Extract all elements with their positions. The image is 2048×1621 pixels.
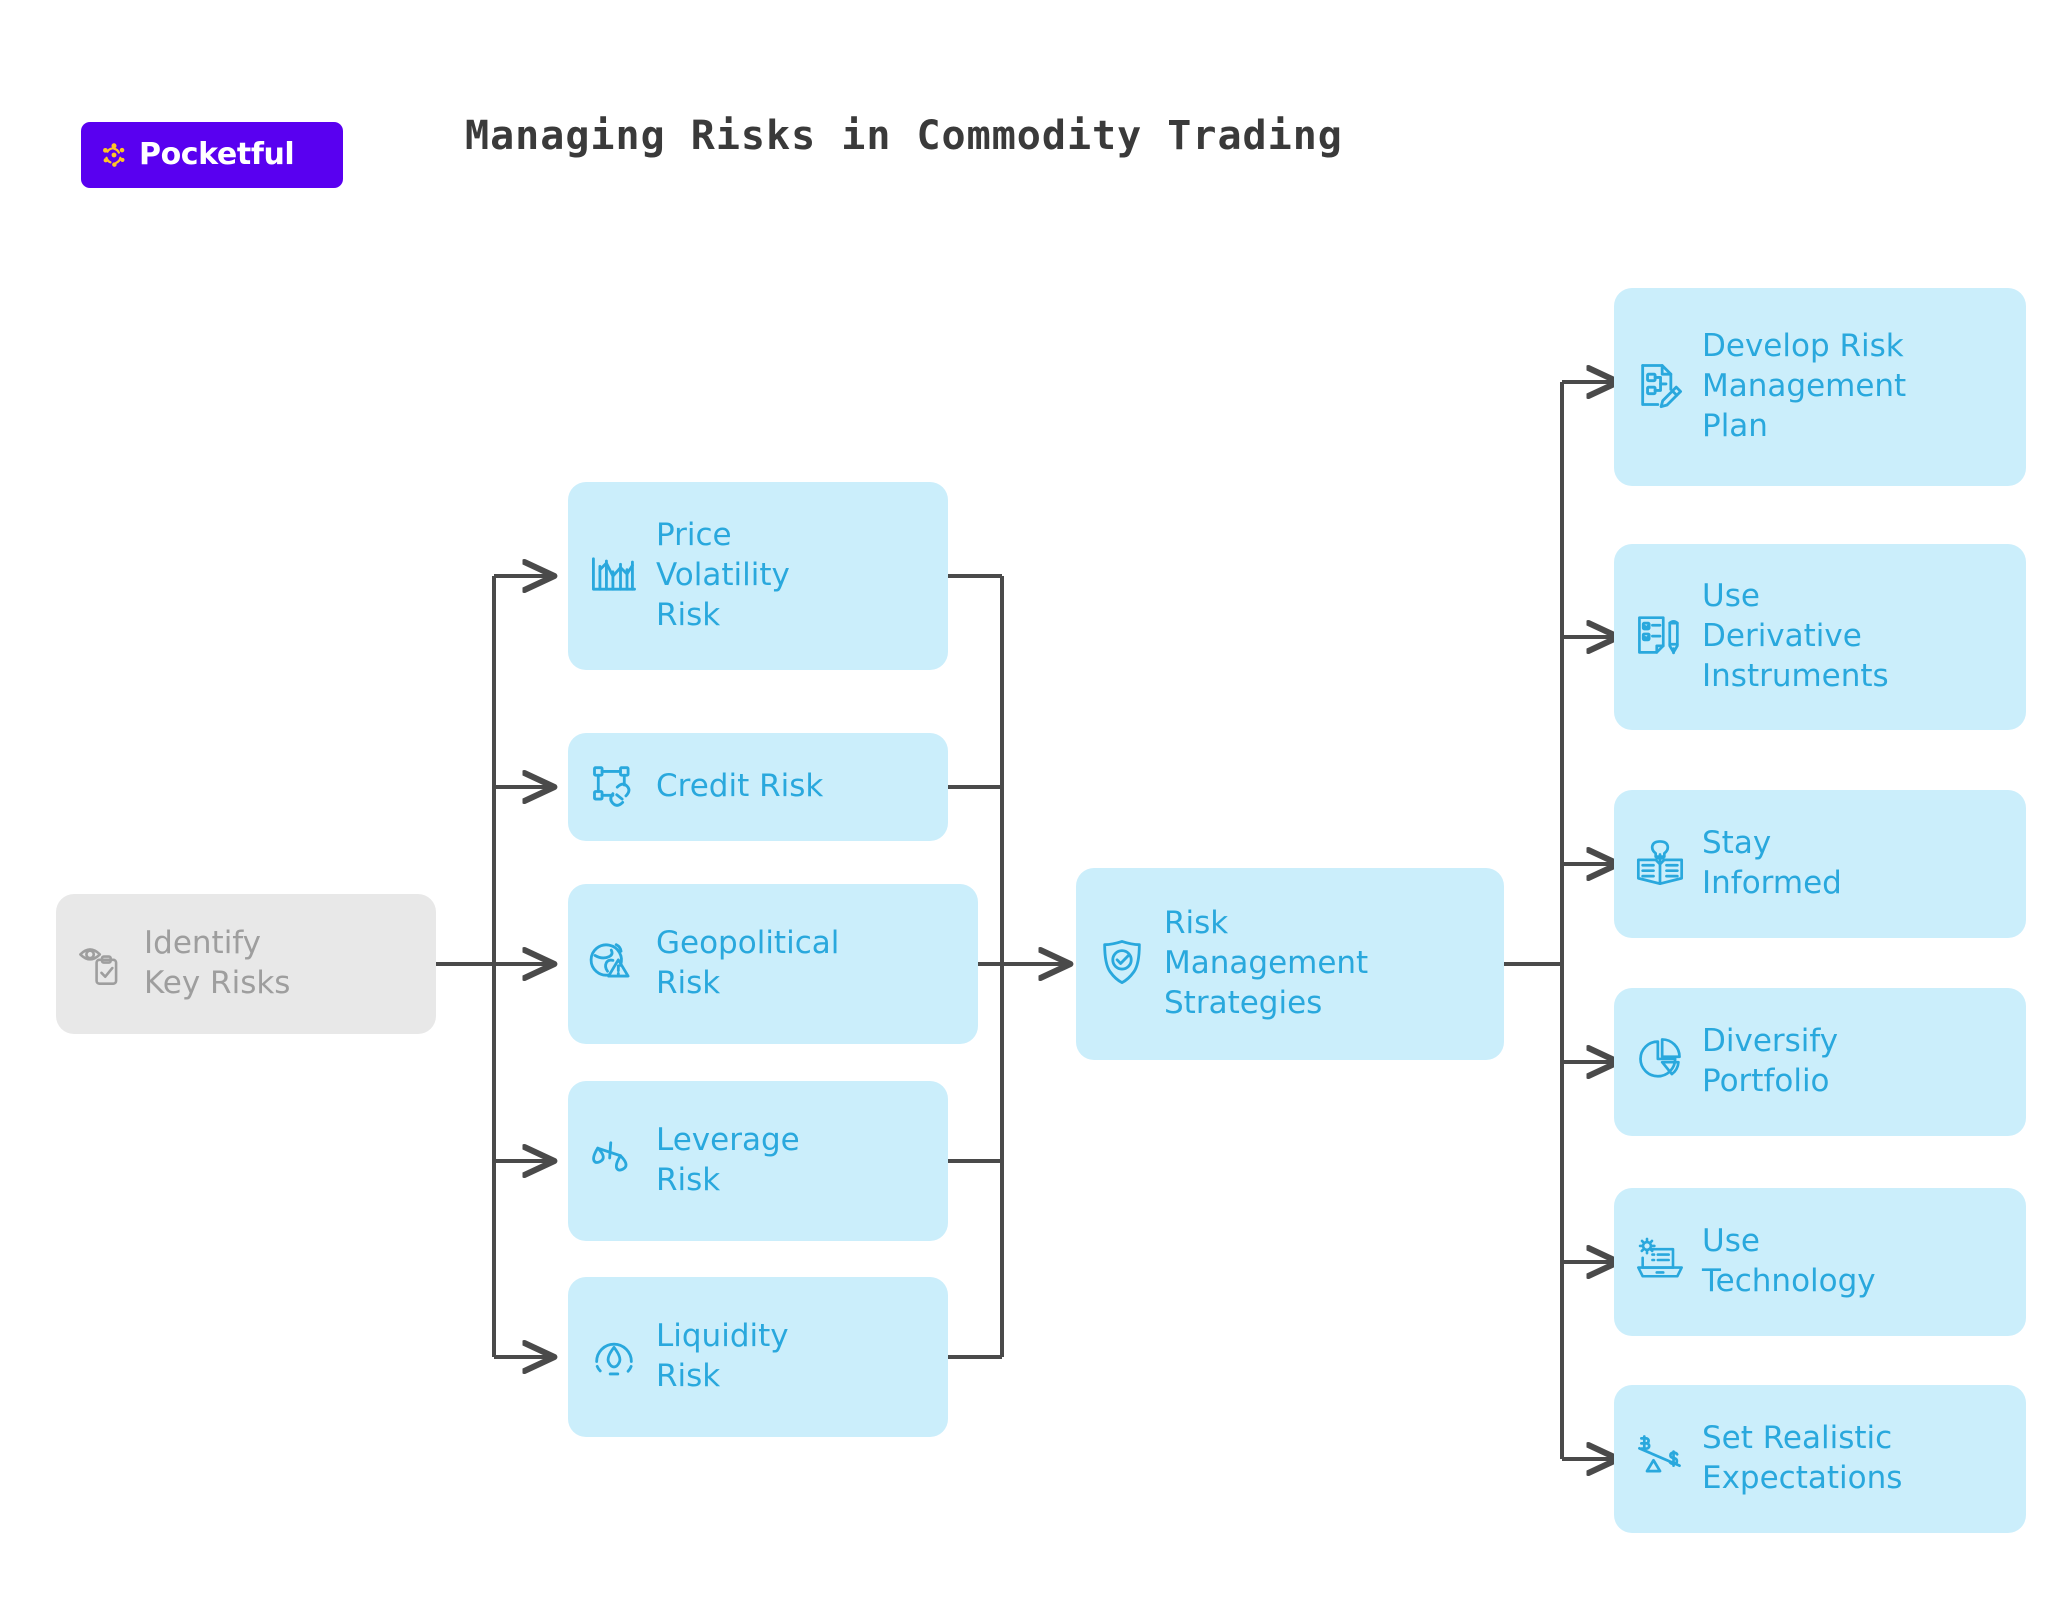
volatility-chart-icon	[588, 548, 640, 604]
node-label: Stay Informed	[1702, 825, 1842, 901]
globe-warning-icon	[588, 936, 640, 992]
checklist-pen-icon	[1634, 609, 1686, 665]
node-use-technology[interactable]: Use Technology	[1614, 1188, 2026, 1336]
node-diversify-portfolio[interactable]: Diversify Portfolio	[1614, 988, 2026, 1136]
node-risk-management-strategies[interactable]: Risk Management Strategies	[1076, 868, 1504, 1060]
node-leverage-risk[interactable]: Leverage Risk	[568, 1081, 948, 1241]
node-geopolitical-risk[interactable]: Geopolitical Risk	[568, 884, 978, 1044]
shield-check-icon	[1096, 936, 1148, 992]
node-identify-key-risks[interactable]: Identify Key Risks	[56, 894, 436, 1034]
node-label: Set Realistic Expectations	[1702, 1420, 1903, 1496]
node-liquidity-risk[interactable]: Liquidity Risk	[568, 1277, 948, 1437]
node-label: Credit Risk	[656, 768, 824, 805]
node-label: Risk Management Strategies	[1164, 905, 1369, 1021]
node-label: Geopolitical Risk	[656, 925, 840, 1001]
node-credit-risk[interactable]: Credit Risk	[568, 733, 948, 841]
node-label: Identify Key Risks	[144, 925, 291, 1001]
eye-clipboard-icon	[76, 936, 128, 992]
node-label: Liquidity Risk	[656, 1318, 789, 1394]
book-bulb-icon	[1634, 836, 1686, 892]
balance-scale-icon	[588, 1133, 640, 1189]
sunburst-icon	[99, 140, 129, 170]
pie-chart-icon	[1634, 1034, 1686, 1090]
document-pencil-icon	[1634, 359, 1686, 415]
pocketful-logo[interactable]: Pocketful	[81, 122, 343, 188]
water-drop-icon	[588, 1329, 640, 1385]
node-set-realistic-expectations[interactable]: Set Realistic Expectations	[1614, 1385, 2026, 1533]
node-label: Diversify Portfolio	[1702, 1023, 1839, 1099]
node-stay-informed[interactable]: Stay Informed	[1614, 790, 2026, 938]
frame-link-icon	[588, 759, 640, 815]
node-label: Price Volatility Risk	[656, 517, 790, 633]
node-use-derivative-instruments[interactable]: Use Derivative Instruments	[1614, 544, 2026, 730]
node-price-volatility-risk[interactable]: Price Volatility Risk	[568, 482, 948, 670]
brand-name: Pocketful	[139, 137, 295, 172]
node-label: Use Derivative Instruments	[1702, 578, 1889, 694]
node-develop-risk-management-plan[interactable]: Develop Risk Management Plan	[1614, 288, 2026, 486]
page-title: Managing Risks in Commodity Trading	[465, 113, 1343, 159]
seesaw-currency-icon	[1634, 1431, 1686, 1487]
node-label: Leverage Risk	[656, 1122, 800, 1198]
node-label: Develop Risk Management Plan	[1702, 328, 1907, 444]
node-label: Use Technology	[1702, 1223, 1876, 1299]
laptop-gear-icon	[1634, 1234, 1686, 1290]
